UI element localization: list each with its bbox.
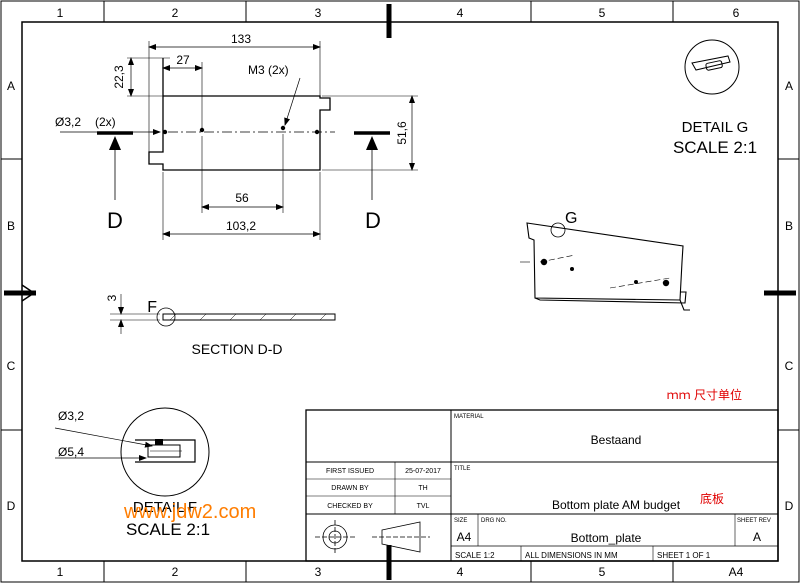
detail-g-circle — [550, 222, 566, 238]
section-marker-right: D — [354, 131, 390, 233]
drg-no-label: DRG NO. — [481, 518, 507, 524]
detail-f-title: DETAIL F — [133, 499, 197, 516]
m3-hole-right — [280, 125, 286, 131]
dim-bottom-width: 103,2 — [226, 219, 256, 233]
dim-overall-width: 133 — [231, 32, 251, 46]
col-label-bottom-1: 1 — [57, 565, 64, 579]
title-value: Bottom plate AM budget — [552, 498, 681, 512]
row-label-left-c: C — [7, 359, 16, 373]
col-label-top-5: 5 — [599, 6, 606, 20]
col-label-bottom-6: A4 — [729, 565, 744, 579]
dimensions-note: ALL DIMENSIONS IN MM — [525, 551, 618, 560]
col-label-top-6: 6 — [733, 6, 740, 20]
col-label-top-3: 3 — [315, 6, 322, 20]
title-chinese: 底板 — [700, 491, 724, 506]
small-hole-qty: (2x) — [95, 115, 116, 129]
section-view: 3 F SECTION D-D — [105, 294, 336, 357]
checked-by-label: CHECKED BY — [327, 503, 373, 510]
title-label: TITLE — [454, 466, 470, 472]
row-label-left-b: B — [7, 219, 15, 233]
detail-marker-g: G — [565, 210, 577, 227]
row-label-right-d: D — [785, 499, 794, 513]
small-hole-right — [314, 129, 320, 135]
row-label-left-d: D — [7, 499, 16, 513]
row-label-right-b: B — [785, 219, 793, 233]
material-label: MATERIAL — [454, 414, 484, 420]
drawn-by-value: TH — [418, 485, 427, 492]
drg-no-value: Bottom_plate — [571, 531, 642, 545]
detail-f-scale: SCALE 2:1 — [126, 520, 210, 539]
first-issued-label: FIRST ISSUED — [326, 468, 374, 475]
m3-hole-left — [199, 127, 205, 133]
checked-by-value: TVL — [417, 503, 430, 510]
zone-labels: 1 2 3 4 5 6 1 2 3 4 5 A4 A B C D A B C D — [7, 6, 794, 579]
section-letter-left: D — [107, 208, 123, 233]
row-label-right-a: A — [785, 79, 793, 93]
projection-symbol-icon — [315, 520, 430, 555]
detail-g-scale: SCALE 2:1 — [673, 138, 757, 157]
col-label-bottom-4: 4 — [457, 565, 464, 579]
section-plate — [162, 313, 336, 321]
col-label-top-4: 4 — [457, 6, 464, 20]
hole-label-m3: M3 (2x) — [248, 63, 289, 77]
iso-plate-top — [526, 222, 684, 301]
size-value: A4 — [457, 530, 472, 544]
small-hole-left — [162, 129, 168, 135]
detail-f-view: Ø3,2 Ø5,4 DETAIL F SCALE 2:1 — [54, 407, 210, 539]
sheet-rev-value: A — [753, 530, 761, 544]
col-label-top-2: 2 — [172, 6, 179, 20]
detail-f-dim-outer: Ø5,4 — [58, 445, 84, 459]
detail-g-title: DETAIL G — [682, 119, 749, 136]
section-letter-right: D — [365, 208, 381, 233]
col-label-bottom-5: 5 — [599, 565, 606, 579]
unit-note: ｍｍ 尺寸单位 — [667, 387, 742, 402]
row-label-right-c: C — [785, 359, 794, 373]
section-title: SECTION D-D — [192, 341, 283, 357]
row-label-left-a: A — [7, 79, 15, 93]
dim-height: 51,6 — [395, 121, 409, 145]
detail-f-circle — [156, 307, 176, 327]
leader-dia-inner — [54, 427, 153, 448]
sheet-value: SHEET 1 OF 1 — [657, 551, 711, 560]
drawn-by-label: DRAWN BY — [331, 485, 369, 492]
watermark: www.jdw2.com — [123, 501, 256, 523]
first-issued-value: 25-07-2017 — [405, 468, 441, 475]
front-view: 133 27 22,3 M3 (2x) Ø3,2 (2x) 51,6 56 10… — [55, 32, 418, 240]
dim-thickness: 3 — [105, 294, 119, 301]
detail-f-dim-inner: Ø3,2 — [58, 409, 84, 423]
dim-slot-offset: 27 — [176, 53, 190, 67]
detail-g-view: DETAIL G SCALE 2:1 — [673, 39, 757, 157]
dim-slot-depth: 22,3 — [112, 65, 126, 89]
iso-view: G — [520, 210, 690, 311]
dim-small-hole: Ø3,2 — [55, 115, 81, 129]
section-marker-left: D — [97, 131, 133, 233]
col-label-bottom-3: 3 — [315, 565, 322, 579]
col-label-bottom-2: 2 — [172, 565, 179, 579]
plate-outline — [148, 58, 331, 171]
col-label-top-1: 1 — [57, 6, 64, 20]
title-block-text: MATERIAL Bestaand TITLE Bottom plate AM … — [326, 414, 771, 560]
material-value: Bestaand — [591, 433, 642, 447]
title-block — [305, 409, 779, 562]
scale-value: SCALE 1:2 — [455, 551, 495, 560]
detail-marker-f: F — [147, 299, 157, 316]
m3-leader — [284, 77, 301, 126]
size-label: SIZE — [454, 518, 467, 524]
dim-hole-spacing: 56 — [235, 191, 249, 205]
sheet-rev-label: SHEET REV — [737, 518, 771, 524]
